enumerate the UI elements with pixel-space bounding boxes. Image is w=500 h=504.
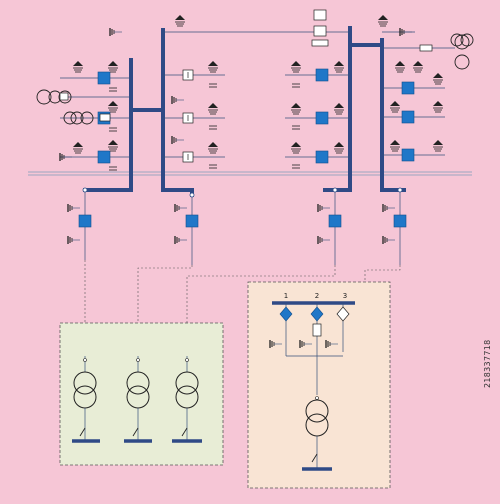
left-transformers: [36, 89, 111, 125]
stock-id-label: 218337718: [483, 339, 492, 388]
mid-feeders: [84, 190, 401, 265]
right-d-devices: [377, 14, 474, 162]
node-label-3: 3: [343, 292, 347, 300]
left-a-bays: [163, 74, 225, 158]
right-c-devices: [290, 9, 345, 169]
right-box-node-labels: 1 2 3: [284, 292, 347, 300]
node-label-2: 2: [315, 292, 319, 300]
left-a-cts: [171, 14, 219, 169]
node-label-1: 1: [284, 292, 288, 300]
mid-feeder-devices: [67, 187, 407, 245]
right-box-devices: [269, 306, 350, 468]
left-box-transformers: [73, 356, 199, 440]
left-bays: [60, 77, 131, 158]
left-bay-earthing: [72, 60, 119, 171]
bus-bars: [83, 26, 406, 197]
right-d-bays: [382, 31, 455, 156]
feeder-lines: [28, 171, 472, 176]
